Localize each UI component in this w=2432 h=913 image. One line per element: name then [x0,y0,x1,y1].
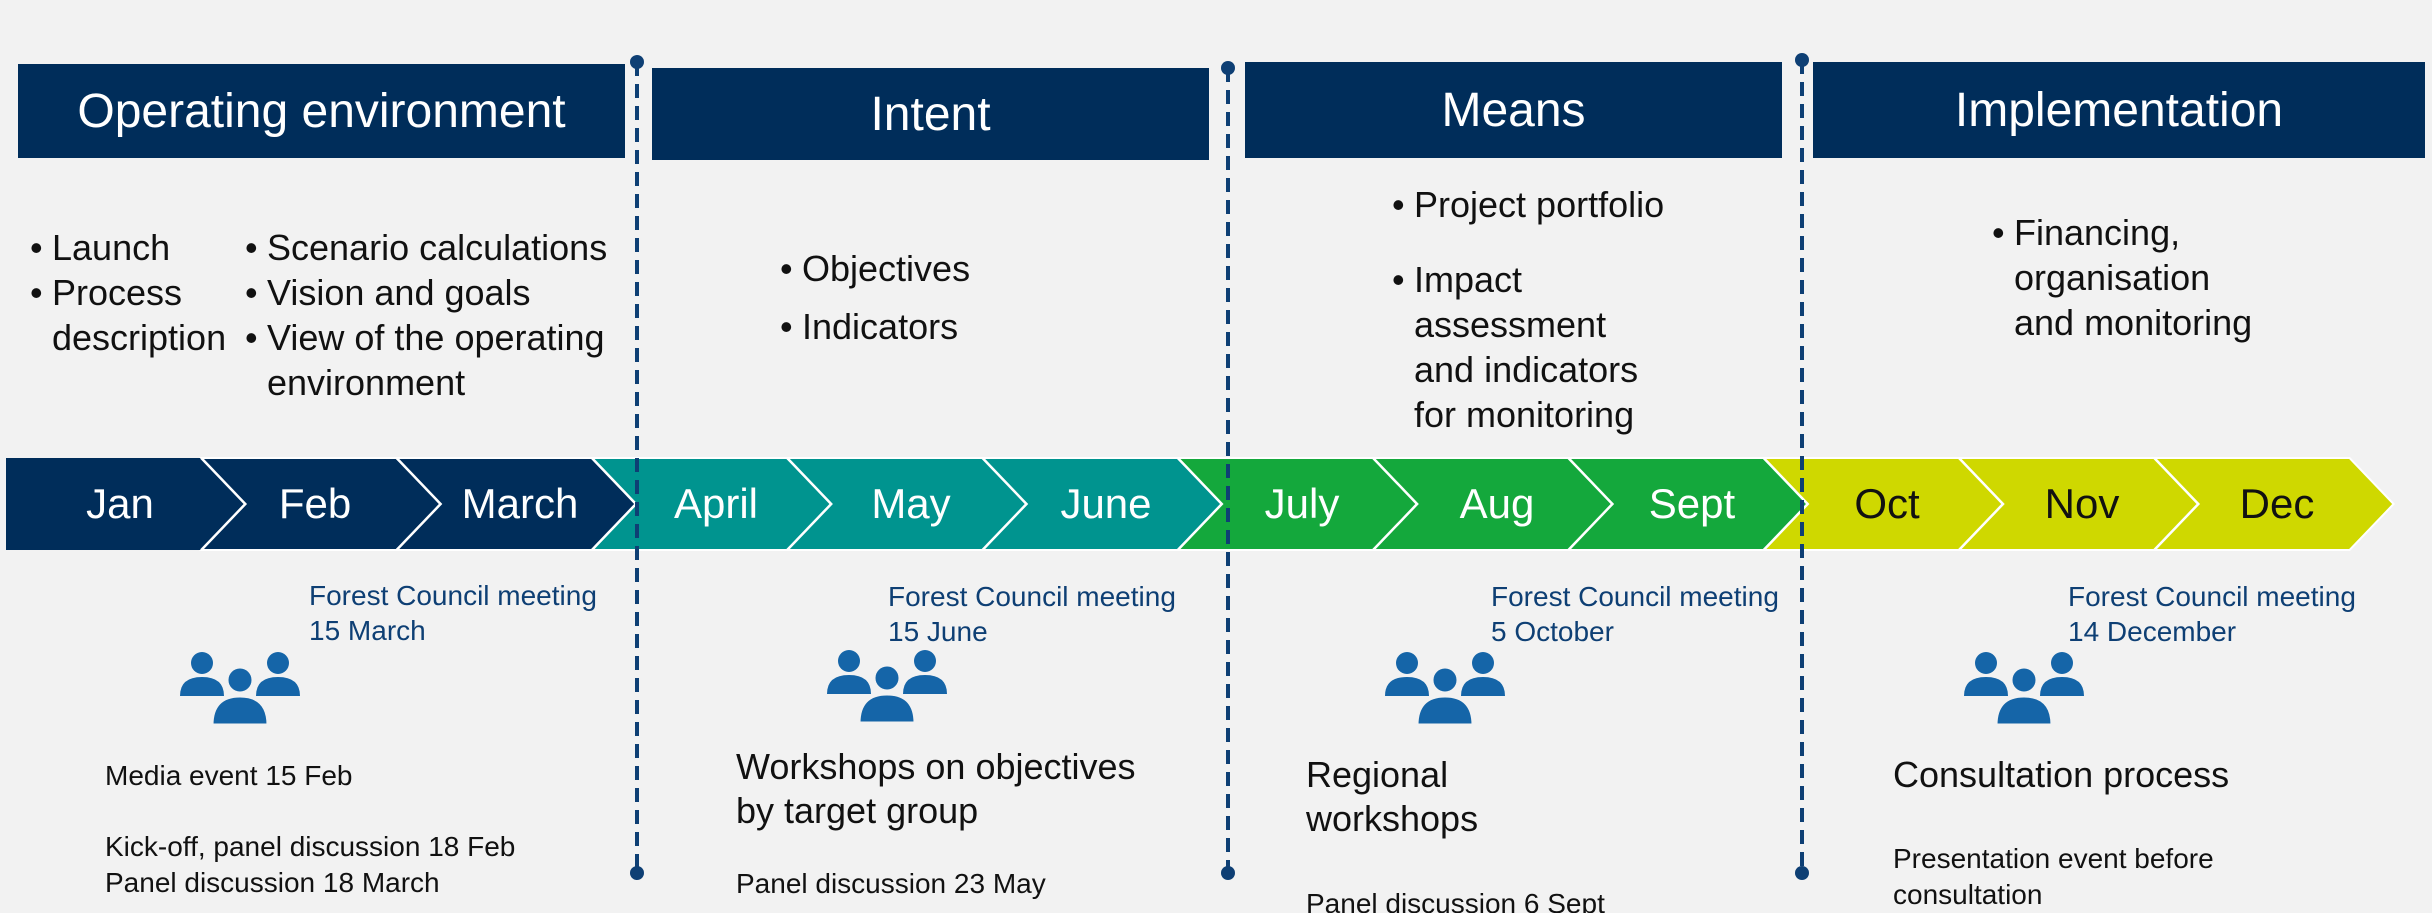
chevron-separator [1176,457,1224,551]
bullet-list-operating-1: Launch Process description [30,225,240,360]
meeting-title: Forest Council meeting [309,580,597,611]
event-regional-line1: Regional [1306,754,1449,795]
chevron-separator [395,457,443,551]
event-consultation-title: Consultation process [1893,754,2230,795]
bullet-item: Impact assessment and indicators for mon… [1392,257,1652,437]
bullet-item: Project portfolio [1392,182,1692,227]
divider-endpoint [1221,61,1235,75]
month-label-nov: Nov [2044,480,2120,527]
meeting-december: Forest Council meeting 14 December [2068,579,2356,649]
divider-endpoint [630,866,644,880]
month-label-jan: Jan [86,480,154,527]
bullet-item: Vision and goals [245,270,630,315]
bullet-item: Scenario calculations [245,225,630,270]
event-workshops-line1: Workshops on objectives [736,746,1136,787]
chevron-separator [1762,457,1810,551]
phase-title: Operating environment [77,84,566,138]
meeting-october: Forest Council meeting 5 October [1491,579,1779,649]
event-panel-sept: Panel discussion 6 Sept [1306,888,1605,913]
bullet-list-means-a: Project portfolio [1392,182,1692,227]
bullet-item: View of the operating environment [245,315,630,405]
event-kickoff: Kick-off, panel discussion 18 Feb [105,831,516,862]
people-group-icon [827,650,947,724]
meeting-june: Forest Council meeting 15 June [888,579,1176,649]
month-label-july: July [1264,480,1340,527]
phase-title: Intent [870,87,991,141]
bullet-item: Objectives [780,240,1040,298]
chevron-separator [786,457,833,551]
month-label-sept: Sept [1648,480,1736,527]
meeting-date: 15 June [888,616,988,647]
meeting-title: Forest Council meeting [2068,581,2356,612]
bullet-item: Financing, organisation and monitoring [1992,210,2262,345]
bullet-item: Indicators [780,298,1040,356]
phase-header-implementation: Implementation [1813,62,2425,158]
bullet-list-implementation: Financing, organisation and monitoring [1992,210,2262,345]
event-panel-march: Panel discussion 18 March [105,867,440,898]
chevron-separator [1958,457,2005,551]
people-group-icon [180,652,300,726]
month-label-june: June [1060,480,1152,527]
phase-header-intent: Intent [652,68,1209,160]
meeting-date: 5 October [1491,616,1614,647]
meeting-march: Forest Council meeting 15 March [309,578,597,648]
divider-endpoint [1221,866,1235,880]
event-regional-line2: workshops [1306,798,1479,839]
month-chevron [6,458,246,550]
event-workshops-line2: by target group [736,790,979,831]
event-panel-may: Panel discussion 23 May [736,868,1046,899]
chevron-separator [981,457,1029,551]
chevron-separator [1567,457,1615,551]
divider-endpoint [1795,866,1809,880]
people-group-icon [1385,652,1505,726]
event-media: Media event 15 Feb [105,760,353,791]
event-presentation-line1: Presentation event before [1893,843,2214,874]
event-presentation-line2: consultation [1893,879,2043,910]
bullet-list-intent: Objectives Indicators [780,240,1040,356]
meeting-date: 15 March [309,615,426,646]
meeting-date: 14 December [2068,616,2237,647]
month-label-may: May [871,480,951,527]
bullet-list-operating-2: Scenario calculations Vision and goals V… [245,225,630,405]
phase-header-means: Means [1245,62,1782,158]
chevron-separator [200,457,248,551]
phase-title: Means [1441,83,1586,137]
people-group-icon [1964,652,2084,726]
month-label-march: March [461,480,579,527]
bullet-item: Process description [30,270,240,360]
month-label-oct: Oct [1854,480,1920,527]
phase-header-operating-environment: Operating environment [18,64,625,158]
phase-title: Implementation [1954,83,2284,137]
chevron-separator [2153,457,2201,551]
meeting-title: Forest Council meeting [1491,581,1779,612]
month-label-dec: Dec [2239,480,2315,527]
month-label-aug: Aug [1459,480,1535,527]
divider-endpoint [630,55,644,69]
month-label-april: April [673,480,759,527]
bullet-list-means-b: Impact assessment and indicators for mon… [1392,257,1652,437]
month-label-feb: Feb [278,480,352,527]
meeting-title: Forest Council meeting [888,581,1176,612]
divider-endpoint [1795,53,1809,67]
bullet-item: Launch [30,225,240,270]
chevron-separator [1372,457,1419,551]
